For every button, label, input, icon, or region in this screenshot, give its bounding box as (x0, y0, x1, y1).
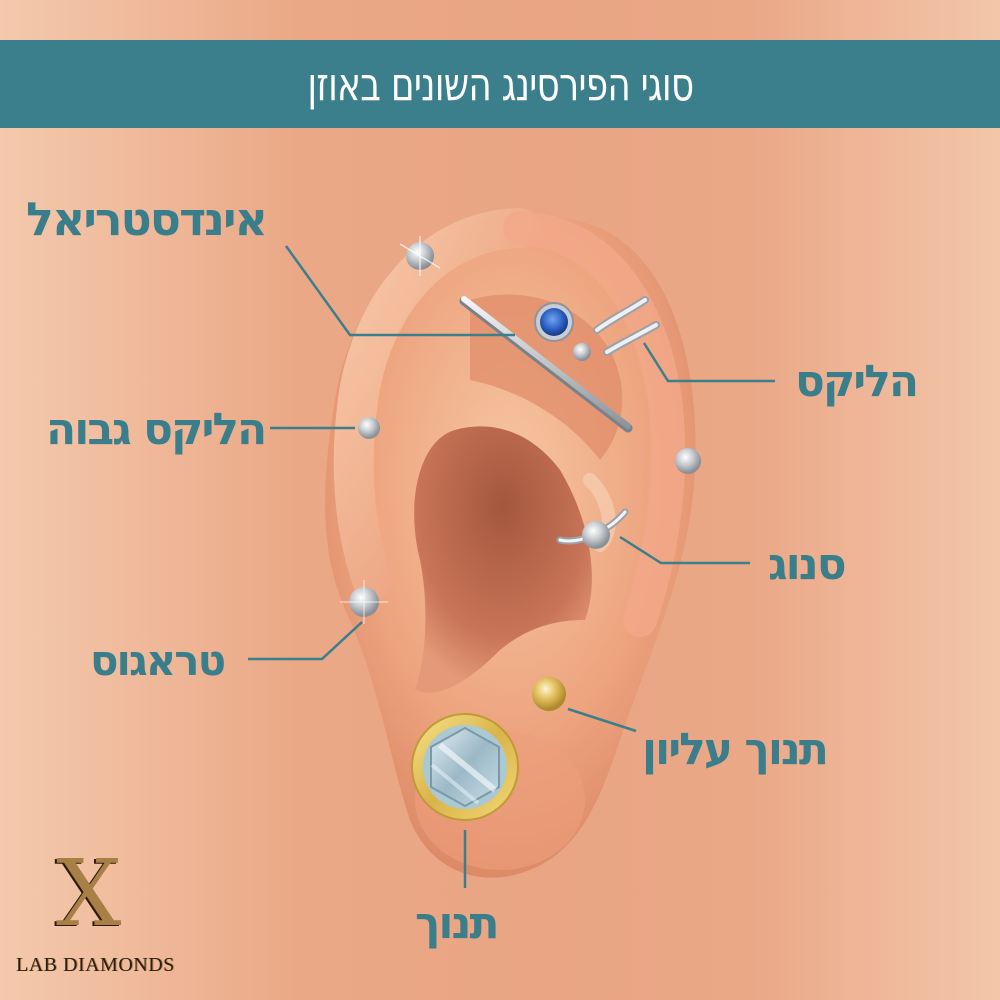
label-lobe: תנוך (415, 898, 500, 949)
helix-rings (593, 296, 660, 356)
leader-industrial (284, 245, 515, 337)
lobe-stud (411, 713, 519, 821)
ear-concha (414, 426, 592, 693)
blue-gem-stud (534, 302, 591, 361)
leader-lines (248, 245, 775, 888)
page-title: סוגי הפירסינג השונים באוזן (307, 57, 694, 111)
label-helix: הליקס (795, 356, 919, 407)
label-tragus: טראגוס (90, 636, 226, 685)
leader-tragus (248, 621, 363, 661)
upper-lobe-ball (532, 677, 566, 711)
leader-snug (619, 535, 750, 565)
label-upper-lobe: תנוך עליון (642, 724, 829, 775)
rim-ball (675, 448, 701, 474)
industrial-piercing (459, 296, 633, 433)
label-snug: סנוג (768, 539, 847, 590)
leader-upper-lobe (567, 707, 637, 733)
logo-text: LAB DIAMONDS (16, 954, 175, 976)
label-industrial: אינדסטריאל (26, 192, 268, 246)
label-high-helix: הליקס גבוה (46, 404, 267, 455)
high-helix-ball (358, 417, 380, 439)
snug-piercing (556, 508, 629, 549)
leader-helix (642, 342, 775, 383)
logo-x-mark: X (56, 840, 122, 947)
brand-logo: X LAB DIAMONDS (14, 840, 174, 988)
title-banner: סוגי הפירסינג השונים באוזן (0, 40, 1000, 128)
